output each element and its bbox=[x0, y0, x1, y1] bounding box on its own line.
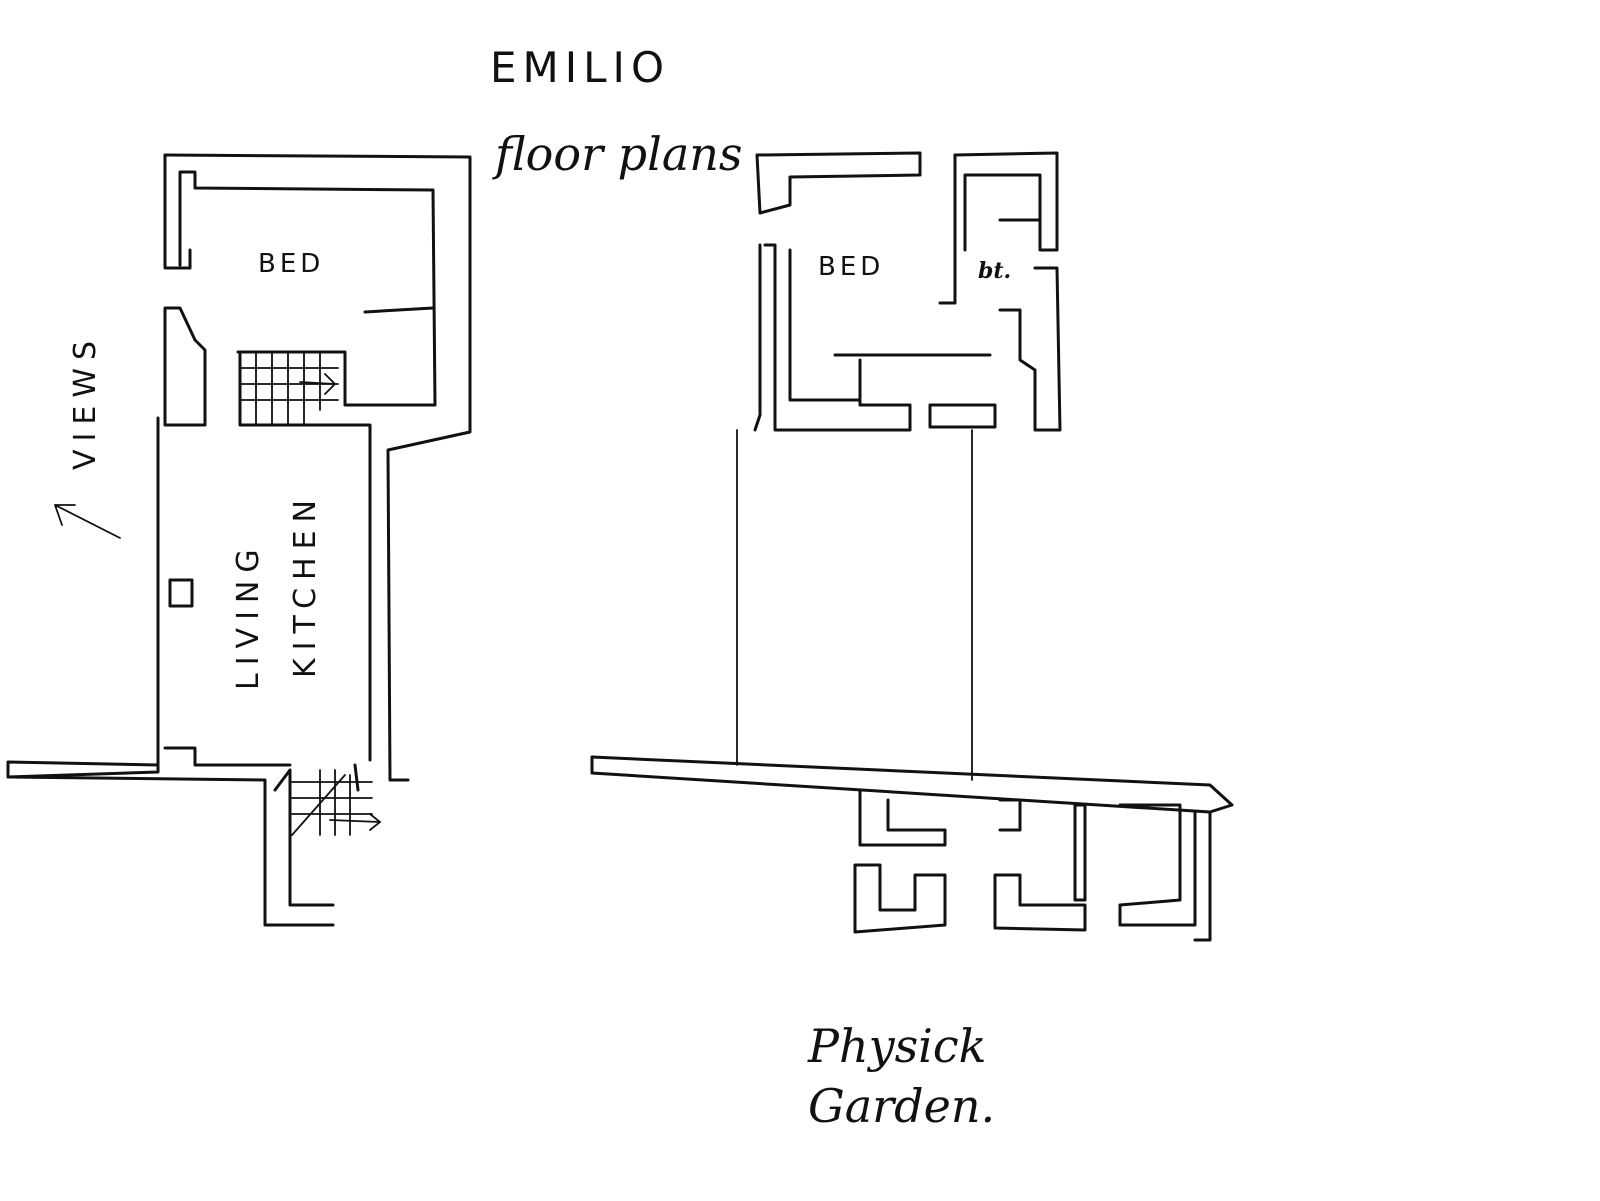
bath-label: bt. bbox=[978, 258, 1011, 284]
left-inner-wall bbox=[178, 170, 437, 407]
entry-staircase bbox=[291, 769, 382, 836]
fireplace bbox=[168, 578, 194, 608]
views-arrow-icon bbox=[54, 504, 121, 539]
subtitle: floor plans bbox=[492, 127, 743, 181]
garden-label-line1: Physick bbox=[807, 1019, 987, 1073]
right-floor-plan: BED bt. bbox=[590, 151, 1234, 942]
garden-label-line2: Garden. bbox=[808, 1079, 995, 1133]
right-bed-label: BED bbox=[818, 252, 884, 282]
left-floor-plan: BED LIVING KITCHEN VIEWS bbox=[6, 153, 472, 927]
garden-beds bbox=[853, 788, 1212, 942]
left-outer-wall bbox=[163, 153, 472, 782]
left-staircase bbox=[239, 351, 339, 426]
living-label: LIVING bbox=[231, 541, 266, 690]
title: EMILIO bbox=[490, 43, 670, 92]
kitchen-label: KITCHEN bbox=[288, 492, 323, 678]
left-bed-label: BED bbox=[258, 249, 324, 279]
views-label: VIEWS bbox=[68, 333, 103, 470]
